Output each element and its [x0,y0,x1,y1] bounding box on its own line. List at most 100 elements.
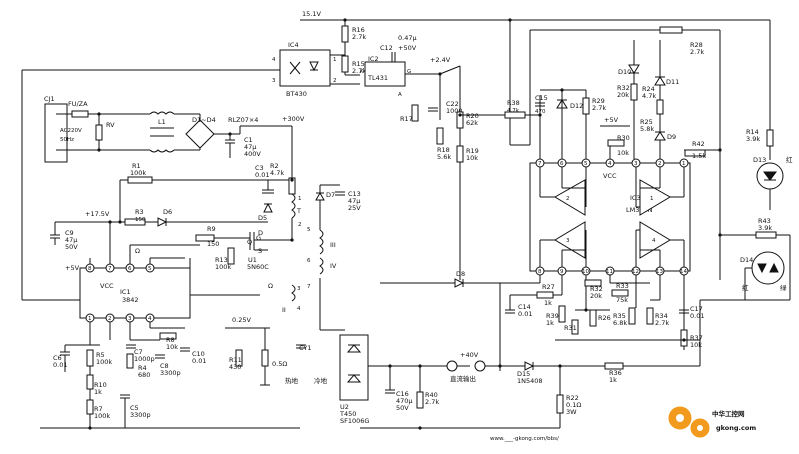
ic1-pin4-num: 4 [148,316,152,322]
r28-value: 2.7k [690,48,704,56]
fuse [71,110,89,118]
rv-label: RV [106,121,115,129]
r2-label: R2 [270,162,279,170]
ic3-pin10-num: 10 [582,269,589,275]
watermark: 中华工控网 gkong.com www.___-gkong.com/bbs/ [490,406,756,442]
r5-label: R5 [96,351,105,359]
diode-d11 [654,76,666,86]
diode-d7 [315,191,325,201]
rail-2v4: +2.4V [430,56,451,64]
ic1-pin5-num: 5 [148,266,152,272]
resistor-r19 [456,145,464,163]
mosfet-d-label: D [258,229,263,237]
ic1-ref: IC1 [120,288,131,296]
tpin-5: 5 [307,227,311,233]
r4-label: R4 [138,364,147,372]
ac-voltage-label: AC220V [60,128,82,134]
r16-label: R16 [352,26,365,34]
r29-label: R29 [592,97,605,105]
d15-label: D15 [517,370,530,378]
c1-voltage: 400V [244,150,261,158]
watermark-url: www.___-gkong.com/bbs/ [490,436,559,442]
opamp-3 [554,221,586,259]
resistor-r10 [86,374,94,390]
r37-value: 10k [690,341,702,349]
ic1-peripherals: C6 0.01 R5 100k R10 1k R7 100k C7 1000p … [40,322,300,429]
r39-label: R39 [546,312,559,320]
bridge-rectifier [185,119,215,149]
r3-label: R3 [135,208,144,216]
mosfet-s-label: S [258,247,262,255]
resistor-r35 [628,307,636,325]
r34-value: 2.7k [655,319,669,327]
r22-value: 0.1Ω [566,401,581,409]
ic1-pin2-num: 2 [108,316,112,322]
d15-part: 1N5408 [517,377,543,385]
ic3-vcc: VCC [603,172,617,180]
resistor-r28 [659,26,683,34]
output-terminal-negative [474,360,486,372]
choke-l1-bottom [149,149,175,153]
r15-label: R15 [352,60,365,68]
r10-value: 1k [94,388,102,396]
c1-value: 47μ [244,143,256,151]
c17-label: C17 [690,305,703,313]
mosfet-g-label: G [256,234,261,242]
resistor-r34 [646,307,654,325]
winding-iv-label: IV [330,262,337,270]
r1-value: 100k [130,169,146,177]
r36-label: R36 [609,369,622,377]
opamp-4-num: 4 [652,238,656,244]
u2-label: U2 [340,403,349,411]
c6-value: 0.01 [53,361,67,369]
r32-top-value: 20k [617,91,629,99]
c13-value: 47μ [348,197,360,205]
r5-value: 100k [96,358,112,366]
d6-label: D6 [163,208,172,216]
rail-0v25: 0.25V [232,316,251,324]
c7-value: 1000p [134,355,155,363]
winding-iii-label: III [330,241,336,249]
cold-ground-label: 冷地 [314,376,328,385]
ic1-pin3-num: 3 [128,316,132,322]
watermark-site: gkong.com [716,424,756,432]
resistor-r18 [436,127,444,145]
r9-label: R9 [207,225,216,233]
led-green-label: 绿 [780,283,787,292]
r14-label: R14 [746,128,759,136]
r40-value: 2.7k [425,398,439,406]
r18-label: R18 [437,146,450,154]
d12-label: D12 [570,102,583,110]
resistor-r43 [755,231,777,239]
r10-label: R10 [94,381,107,389]
c3-label: C3 [255,164,264,172]
ac-connector-cj1 [44,103,68,163]
ic4-ref: IC4 [288,41,299,49]
diode-d10 [628,64,640,74]
r30-label: R30 [617,134,630,142]
diode-d15 [524,361,535,371]
r27-value: 1k [544,299,552,307]
resistor-r36 [604,362,624,370]
c15-value: 470 [535,109,546,115]
r30-value: 10k [617,149,629,157]
c7-label: C7 [134,348,143,356]
secondary-section: CY1 冷地 D7 C13 47μ 25V 5 III 6 IV 7 U2 T4… [296,184,560,429]
rsense-value: 0.5Ω [272,360,287,368]
feedback-section: 15.1V IC4 BT430 4 3 1 2 R16 2.7k R15 2.7… [21,10,770,301]
r39-value: 1k [546,319,554,327]
c16-voltage: 50V [396,404,409,412]
resistor-r11 [235,349,243,367]
c10-value: 0.01 [192,357,206,365]
d8-label: D8 [456,270,465,278]
startup-section: R1 100k +17.5V R3 150 D6 C9 47μ 50V +5V [50,162,292,272]
c12-voltage: +50V [398,44,417,52]
c13-voltage: 25V [348,204,361,212]
ic3-pin1-num: 1 [682,161,686,167]
regulator-ic2 [364,61,406,87]
r27-label: R27 [542,283,555,291]
c12-value: 0.47μ [398,34,417,42]
c1-label: C1 [244,136,253,144]
ic3-pin14-num: 14 [680,269,687,275]
